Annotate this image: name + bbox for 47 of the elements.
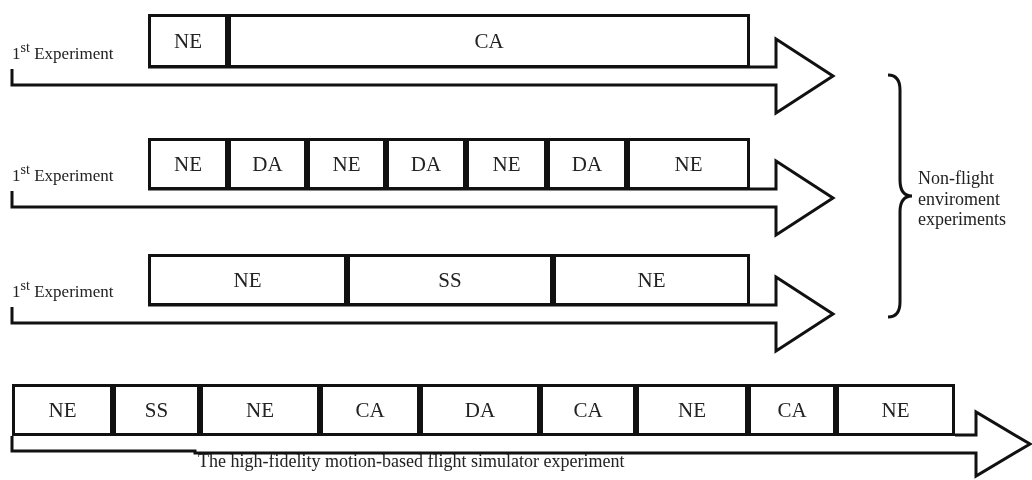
segment-box xyxy=(148,138,228,190)
segment-box xyxy=(347,254,553,306)
segment-label: SS xyxy=(144,397,169,423)
segment-label: NE xyxy=(492,151,521,177)
experiment-label: 1$^{st}$ Experiment xyxy=(12,39,114,64)
segment-label: NE xyxy=(174,28,202,54)
segment-box xyxy=(553,254,750,306)
segment-label: CA xyxy=(355,397,385,423)
segment-box xyxy=(228,138,307,190)
segment-box xyxy=(200,384,320,436)
segment-box xyxy=(228,14,750,68)
timeline-caption: The high-fidelity motion-based flight simulator experiment xyxy=(198,451,625,472)
segment-box xyxy=(386,138,466,190)
segment-label: NE xyxy=(246,397,274,423)
segment-box xyxy=(148,14,228,68)
segment-label: CA xyxy=(573,397,603,423)
experiment-label: 1$^{st}$ Experiment xyxy=(12,161,114,186)
segment-label: CA xyxy=(474,28,504,54)
group-label: Non-flight enviroment experiments xyxy=(918,168,1007,231)
segment-label: DA xyxy=(464,397,496,423)
experiment-label: 1$^{st}$ Experiment xyxy=(12,277,114,302)
segment-label: NE xyxy=(637,267,666,293)
segment-box xyxy=(540,384,636,436)
segment-box xyxy=(547,138,627,190)
segment-box xyxy=(12,384,113,436)
segment-box xyxy=(320,384,420,436)
segment-label: NE xyxy=(881,397,910,423)
segment-box xyxy=(836,384,955,436)
segment-box xyxy=(636,384,748,436)
segment-label: CA xyxy=(777,397,807,423)
segment-box xyxy=(113,384,200,436)
segment-label: DA xyxy=(252,151,283,177)
segment-label: DA xyxy=(571,151,603,177)
segment-box xyxy=(148,254,347,306)
segment-label: NE xyxy=(233,267,262,293)
segment-box xyxy=(627,138,750,190)
segment-box xyxy=(307,138,386,190)
segment-box xyxy=(748,384,836,436)
segment-box xyxy=(420,384,540,436)
segment-box xyxy=(466,138,547,190)
segment-label: NE xyxy=(678,397,706,423)
segment-label: NE xyxy=(332,151,361,177)
segment-label: NE xyxy=(674,151,703,177)
segment-label: DA xyxy=(410,151,442,177)
segment-label: NE xyxy=(174,151,202,177)
segment-label: SS xyxy=(438,267,462,293)
segment-label: NE xyxy=(48,397,77,423)
